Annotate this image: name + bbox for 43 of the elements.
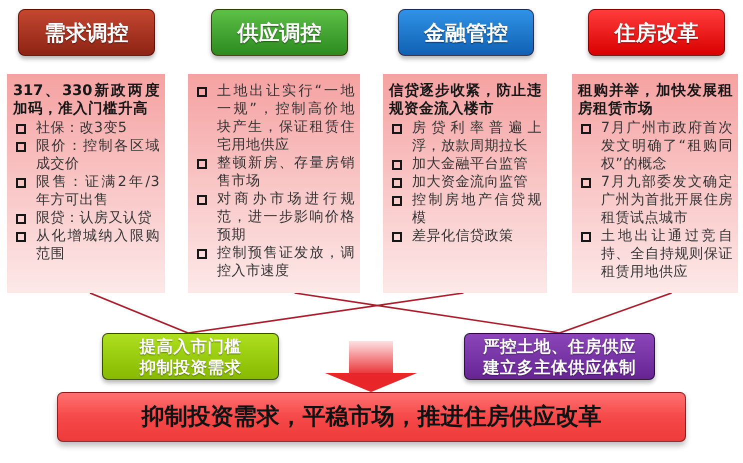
header-label: 金融管控	[424, 20, 508, 46]
bullet-text: 加大金融平台监管	[412, 155, 529, 173]
text-panel	[188, 74, 360, 293]
bullet-text: 限售：证满2年/3年方可出售	[36, 173, 160, 209]
connector-line	[294, 292, 560, 334]
connector-line	[188, 292, 464, 334]
bullet-text: 从化增城纳入限购范围	[36, 227, 160, 263]
panel-heading: 信贷逐步收紧，防止违规资金流入楼市	[389, 82, 542, 118]
bullet-text: 社保：改3变5	[36, 119, 128, 137]
category-header	[398, 9, 534, 56]
bullet-text: 整顿新房、存量房销售市场	[217, 154, 355, 190]
bullet-text: 7月九部委发文确定广州为首批开展住房租赁试点城市	[601, 173, 733, 227]
text-panel	[572, 74, 738, 293]
bullet-text: 土地出让通过竞自持、全自持规则保证租赁用地供应	[601, 227, 733, 281]
bullet-text: 控制预售证发放，调控入市速度	[217, 244, 355, 280]
header-label: 需求调控	[44, 20, 128, 46]
header-label: 住房改革	[614, 20, 698, 46]
summary-box	[464, 333, 655, 380]
category-header	[211, 9, 348, 56]
bullet-text: 对商办市场进行规范，进一步影响价格预期	[217, 190, 355, 244]
bullet-text: 限价：控制各区域成交价	[36, 137, 160, 173]
text-panel	[7, 74, 165, 293]
bullet-text: 房贷利率普遍上浮，放款周期拉长	[412, 119, 542, 155]
block-arrow	[325, 341, 417, 392]
summary-text: 严控土地、住房供应建立多主体供应体制	[482, 336, 636, 378]
bullet-text: 7月广州市政府首次发文明确了“租购同权”的概念	[601, 119, 733, 173]
bullet-text: 加大资金流向监管	[412, 173, 529, 191]
connector-line	[90, 292, 188, 334]
summary-text: 提高入市门槛抑制投资需求	[139, 336, 242, 378]
panel-heading: 租购并举，加快发展租房租赁市场	[578, 82, 733, 118]
conclusion-text: 抑制投资需求，平稳市场，推进住房供应改革	[142, 403, 602, 431]
conclusion-banner	[57, 392, 686, 442]
category-header	[588, 9, 725, 56]
category-header	[18, 9, 155, 56]
header-label: 供应调控	[238, 20, 322, 46]
connector-line	[559, 292, 672, 334]
summary-box	[102, 333, 279, 380]
panel-heading: 317、330新政两度加码，准入门槛升高	[13, 82, 160, 118]
bullet-text: 差异化信贷政策	[412, 227, 514, 245]
text-panel	[383, 74, 547, 293]
bullet-text: 控制房地产信贷规模	[412, 191, 542, 227]
bullet-text: 限贷：认房又认贷	[36, 209, 153, 227]
bullet-text: 土地出让实行“一地一规”，控制高价地块产生，保证租赁住宅用地供应	[217, 82, 355, 154]
